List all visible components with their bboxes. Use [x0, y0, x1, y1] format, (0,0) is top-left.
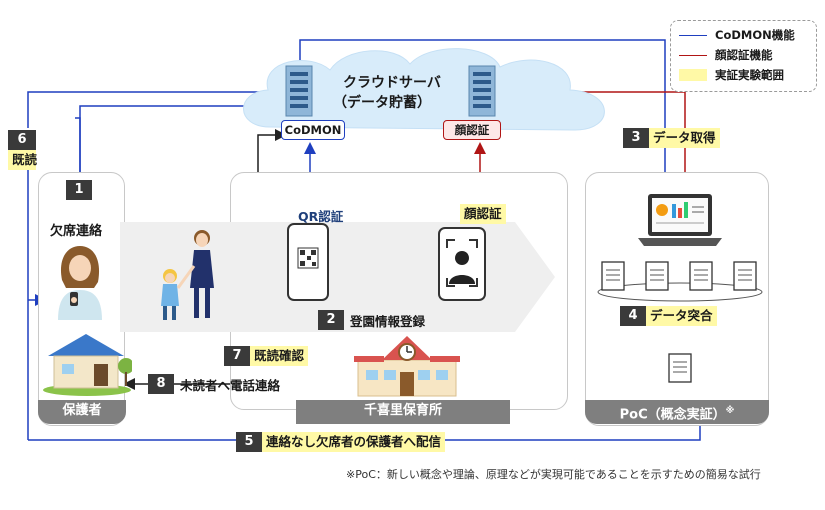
step-4-label: データ突合: [646, 306, 717, 326]
step-5-label: 連絡なし欠席者の保護者へ配信: [262, 432, 446, 452]
documents-row-icon: [597, 261, 763, 302]
step-8-label: 未読者へ電話連絡: [180, 377, 281, 393]
step-1-number: 1: [66, 180, 92, 200]
line-cloud-to-poc: [299, 39, 671, 193]
step-7: 7 既読確認: [224, 346, 309, 366]
face-auth-label: 顔認証: [460, 204, 506, 224]
legend-scope: 実証実験範囲: [679, 67, 784, 83]
cloud-title-line2: （データ貯蓄）: [333, 95, 431, 111]
step-5-number: 5: [236, 432, 262, 452]
nursery-label: 千喜里保育所: [296, 400, 510, 424]
legend-scope-label: 実証実験範囲: [715, 68, 784, 82]
step-8: 8 未読者へ電話連絡: [148, 374, 280, 394]
step-2-label: 登園情報登録: [350, 313, 426, 329]
step-3-label: データ取得: [649, 128, 720, 148]
step-7-label: 既読確認: [250, 346, 309, 366]
guardian-label: 保護者: [38, 400, 126, 424]
poc-label-mark: ※: [725, 406, 735, 416]
cloud-shape: [243, 48, 605, 131]
qr-phone-icon: [287, 223, 329, 301]
laptop-dashboard-icon: [638, 194, 722, 246]
parent-child-icon: [161, 230, 214, 320]
legend-scope-swatch: [679, 69, 707, 81]
mother-phone-icon: [58, 246, 102, 320]
poc-label-text: PoC（概念実証）: [619, 407, 726, 423]
face-tablet-icon: [438, 227, 486, 301]
step-2: 2 登園情報登録: [318, 310, 425, 330]
step-5: 5 連絡なし欠席者の保護者へ配信: [236, 432, 446, 452]
house-icon: [43, 334, 132, 396]
result-document-icon: [668, 353, 692, 383]
legend-box: CoDMON機能 顔認証機能 実証実験範囲: [670, 20, 817, 92]
face-auth-tag: 顔認証: [443, 120, 501, 140]
poc-label: PoC（概念実証）※: [585, 400, 769, 424]
legend-face: 顔認証機能: [679, 47, 773, 63]
step-3: 3 データ取得: [623, 128, 720, 148]
line-read-up: [27, 86, 289, 128]
qr-auth-label: QR認証: [298, 209, 344, 224]
step-6-number: 6: [8, 130, 36, 150]
legend-face-label: 顔認証機能: [715, 48, 773, 62]
nursery-building-icon: [354, 336, 460, 397]
step-4-number: 4: [620, 306, 646, 326]
legend-codmon-label: CoDMON機能: [715, 28, 795, 42]
step-6: 6 既読: [8, 130, 37, 170]
codmon-server-icon: [285, 65, 313, 117]
line-absence-up: [79, 100, 289, 175]
step-8-number: 8: [148, 374, 174, 394]
footnote: ※PoC：新しい概念や理論、原理などが実現可能であることを示すための簡易な試行: [346, 468, 761, 481]
legend-codmon: CoDMON機能: [679, 27, 795, 43]
face-server-icon: [468, 65, 496, 117]
codmon-tag: CoDMON: [281, 120, 345, 140]
step-7-number: 7: [224, 346, 250, 366]
step-2-number: 2: [318, 310, 344, 330]
step-1: 1: [66, 180, 92, 200]
step-6-label: 既読: [8, 150, 37, 170]
step-4: 4 データ突合: [620, 306, 717, 326]
step-3-number: 3: [623, 128, 649, 148]
absence-label: 欠席連絡: [50, 224, 103, 239]
cloud-title-line1: クラウドサーバ: [343, 75, 441, 91]
legend-codmon-swatch: [679, 34, 707, 36]
legend-face-swatch: [679, 54, 707, 56]
